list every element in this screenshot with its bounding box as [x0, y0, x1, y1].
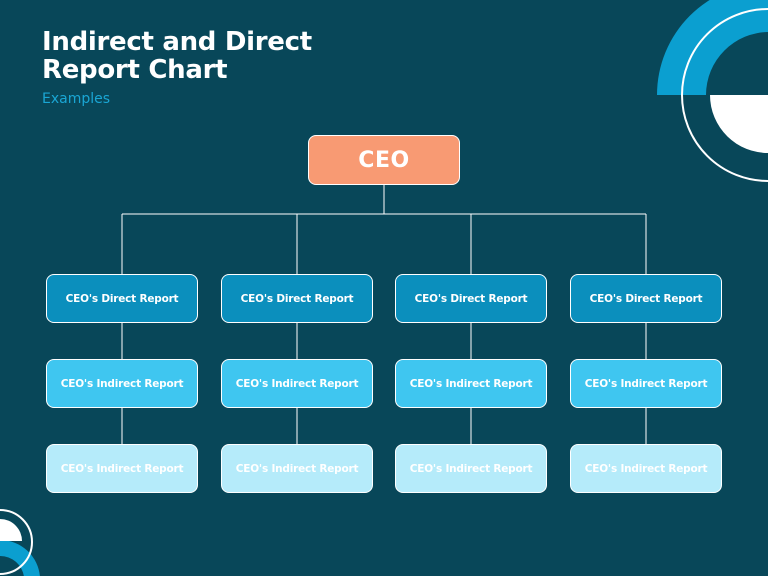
title-line-2: Report Chart	[42, 55, 228, 85]
indirect-report-node-3b: CEO's Indirect Report	[395, 444, 547, 493]
indirect-report-node-2b: CEO's Indirect Report	[221, 444, 373, 493]
title-line-1: Indirect and Direct	[42, 27, 312, 57]
direct-report-node-3: CEO's Direct Report	[395, 274, 547, 323]
ceo-node: CEO	[308, 135, 460, 185]
top-right-half-disc-decoration	[710, 95, 768, 153]
indirect-report-node-3a: CEO's Indirect Report	[395, 359, 547, 408]
bottom-left-half-disc-decoration	[0, 519, 22, 541]
indirect-report-node-2a: CEO's Indirect Report	[221, 359, 373, 408]
direct-report-node-2: CEO's Direct Report	[221, 274, 373, 323]
indirect-report-node-1b: CEO's Indirect Report	[46, 444, 198, 493]
indirect-report-node-1a: CEO's Indirect Report	[46, 359, 198, 408]
bottom-left-arc-decoration	[0, 539, 40, 576]
bottom-left-ring-decoration	[0, 509, 33, 575]
top-right-ring-decoration	[681, 8, 768, 182]
direct-report-node-1: CEO's Direct Report	[46, 274, 198, 323]
direct-report-node-4: CEO's Direct Report	[570, 274, 722, 323]
indirect-report-node-4b: CEO's Indirect Report	[570, 444, 722, 493]
page-subtitle: Examples	[42, 91, 111, 107]
page-title: Indirect and Direct Report Chart	[42, 28, 372, 84]
indirect-report-node-4a: CEO's Indirect Report	[570, 359, 722, 408]
